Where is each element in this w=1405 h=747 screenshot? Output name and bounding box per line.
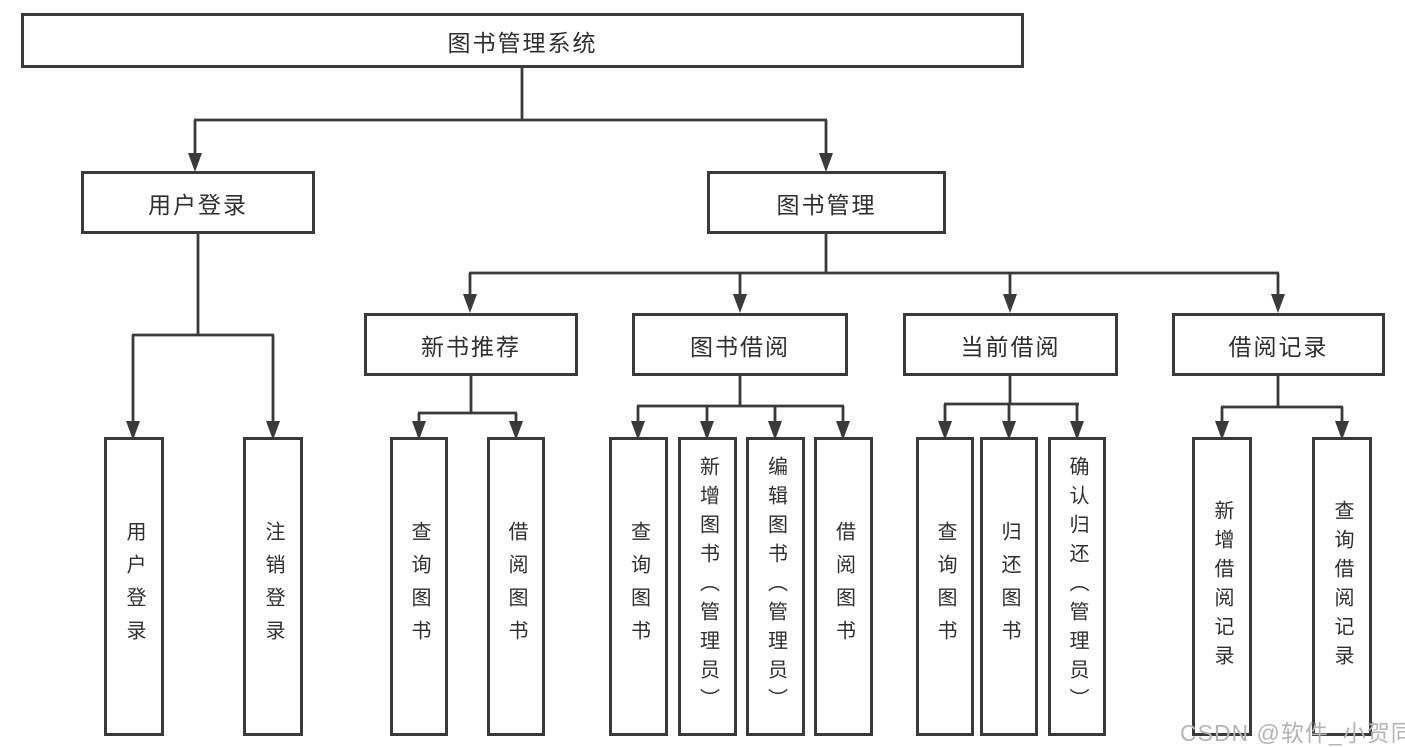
csdn-watermark: CSDN @软件_小贺同学 bbox=[1180, 720, 1405, 746]
node-new-book-recommend: 新书推荐 bbox=[364, 313, 578, 376]
arrowheads bbox=[126, 153, 1349, 440]
leaf-borrow-books-recommend: 借阅图书 bbox=[487, 437, 545, 736]
leaf-return-books: 归还图书 bbox=[980, 437, 1038, 736]
node-book-management: 图书管理 bbox=[707, 171, 946, 234]
node-borrow-records: 借阅记录 bbox=[1172, 313, 1385, 376]
leaf-add-borrow-record: 新增借阅记录 bbox=[1192, 437, 1252, 736]
node-current-borrow: 当前借阅 bbox=[903, 313, 1118, 376]
node-library-management-system: 图书管理系统 bbox=[21, 13, 1024, 68]
leaf-add-books-admin: 新增图书（管理员） bbox=[678, 437, 737, 736]
leaf-query-borrow-record: 查询借阅记录 bbox=[1312, 437, 1372, 736]
leaf-query-books-recommend: 查询图书 bbox=[390, 437, 448, 736]
node-user-login: 用户登录 bbox=[81, 171, 315, 234]
leaf-logout: 注销登录 bbox=[243, 437, 303, 736]
leaf-user-login: 用户登录 bbox=[104, 437, 164, 736]
leaf-query-books-current: 查询图书 bbox=[916, 437, 974, 736]
leaf-edit-books-admin: 编辑图书（管理员） bbox=[746, 437, 805, 736]
trunk-lines bbox=[131, 68, 1344, 425]
leaf-confirm-return-admin: 确认归还（管理员） bbox=[1048, 437, 1106, 736]
node-book-borrow: 图书借阅 bbox=[632, 313, 848, 376]
leaf-borrow-books: 借阅图书 bbox=[814, 437, 873, 736]
leaf-query-books-borrow: 查询图书 bbox=[609, 437, 668, 736]
